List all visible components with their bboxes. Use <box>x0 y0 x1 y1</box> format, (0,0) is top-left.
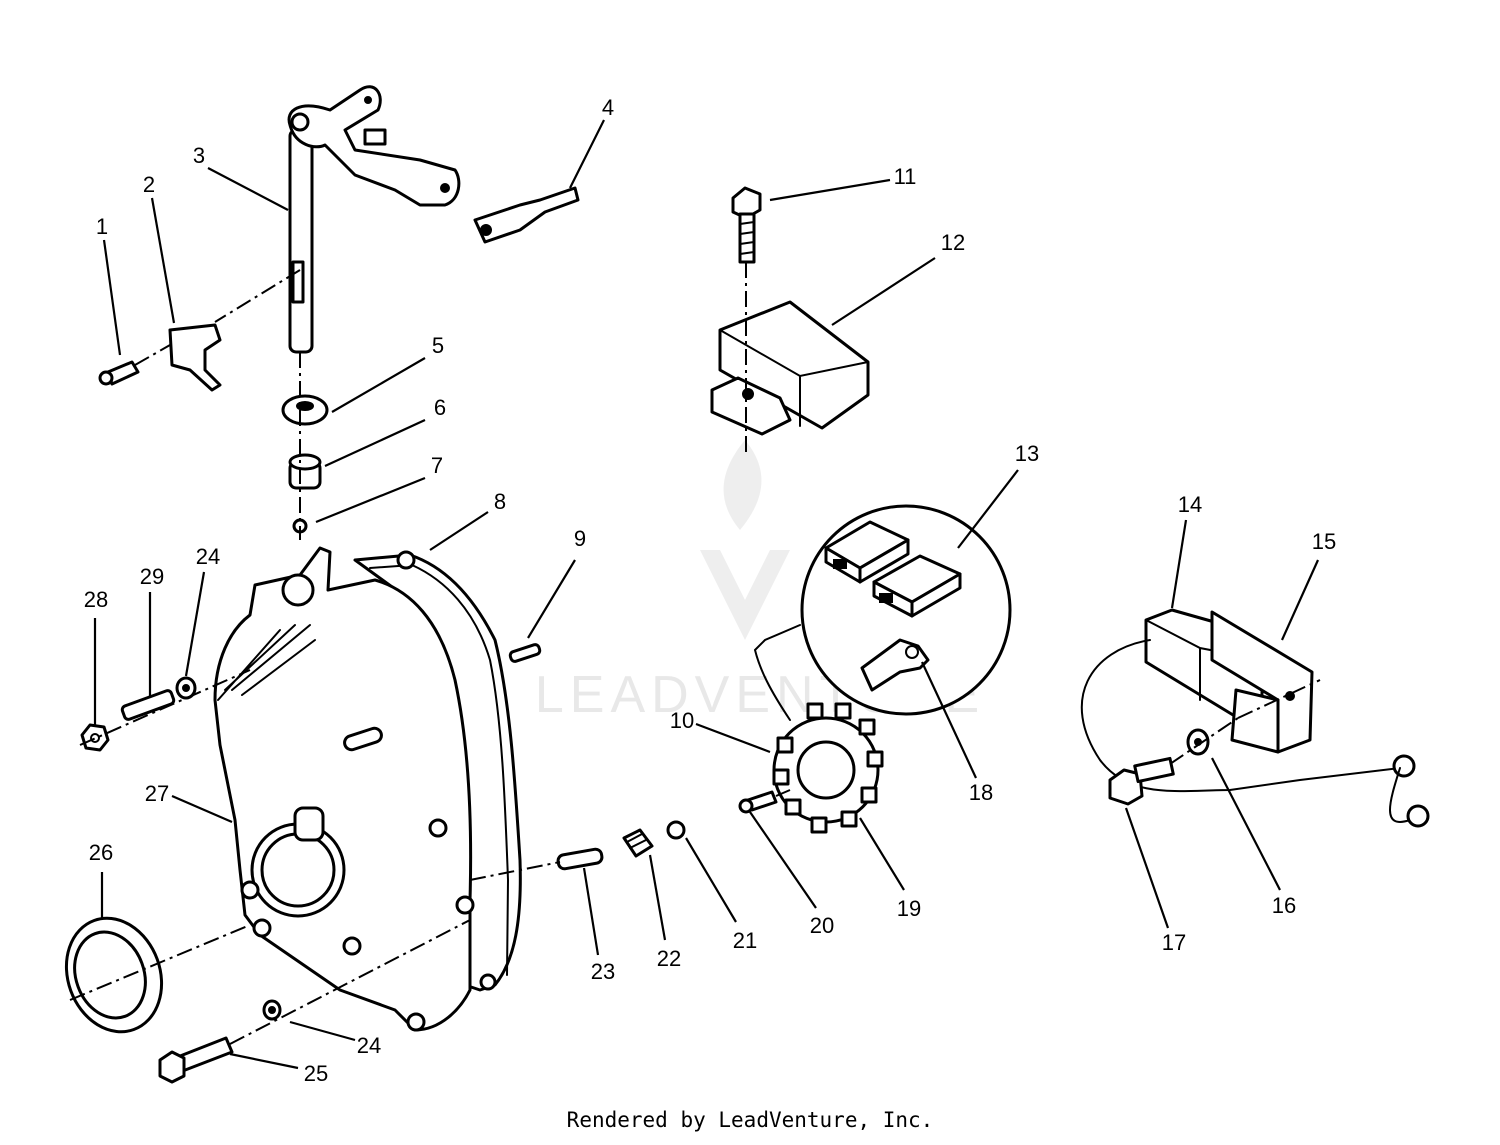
assembly-lines <box>69 262 1321 1045</box>
connector-part-13-right <box>872 554 962 618</box>
leader-lines <box>93 119 1320 1070</box>
callout-10: 10 <box>670 708 694 733</box>
stud-part-29 <box>120 689 176 721</box>
bushing-part-6 <box>288 453 322 490</box>
crankcase-cover-part <box>213 546 522 1032</box>
callout-4: 4 <box>602 95 614 120</box>
callout-2: 2 <box>143 172 155 197</box>
callout-25: 25 <box>304 1061 328 1086</box>
screw-part-1 <box>98 360 140 386</box>
callout-26: 26 <box>89 840 113 865</box>
callout-19: 19 <box>897 896 921 921</box>
callout-5: 5 <box>432 333 444 358</box>
lockwasher-part-24-upper <box>175 676 197 700</box>
stator-part-19 <box>754 624 884 834</box>
callout-labels: 1 2 3 4 5 6 7 8 9 10 11 12 13 14 15 16 1… <box>84 95 1336 1086</box>
callout-27: 27 <box>145 781 169 806</box>
callout-11: 11 <box>894 164 917 189</box>
lockwasher-part-24-lower <box>262 999 282 1021</box>
regulator-part-12 <box>710 300 870 436</box>
governor-link-part <box>473 186 580 244</box>
bracket-part <box>168 323 222 392</box>
screw-part-20 <box>738 790 778 814</box>
callout-24-lower: 24 <box>357 1033 381 1058</box>
callout-14: 14 <box>1178 492 1202 517</box>
bracket-plate <box>1230 688 1280 754</box>
connector-part-13-left <box>824 520 910 584</box>
callout-28: 28 <box>84 587 108 612</box>
callout-20: 20 <box>810 913 834 938</box>
plug-part-22 <box>622 828 654 858</box>
callout-29: 29 <box>140 564 164 589</box>
callout-6: 6 <box>434 395 446 420</box>
callout-9: 9 <box>574 526 586 551</box>
callout-21: 21 <box>733 928 757 953</box>
watermark-logo <box>700 440 790 640</box>
oil-seal-part-26 <box>64 916 164 1034</box>
terminal-detail-circle <box>800 504 1012 716</box>
callout-13: 13 <box>1015 441 1039 466</box>
governor-shaft-part <box>287 85 461 354</box>
pin-part-23 <box>556 847 604 871</box>
lockwasher-part-16 <box>1186 728 1210 756</box>
bolt-part-17 <box>1108 756 1175 806</box>
ring-part-21 <box>666 820 686 840</box>
washer-part-5 <box>281 394 329 426</box>
callout-22: 22 <box>657 946 681 971</box>
callout-23: 23 <box>591 959 615 984</box>
callout-1: 1 <box>96 214 108 239</box>
callout-12: 12 <box>941 230 965 255</box>
callout-18: 18 <box>969 780 993 805</box>
callout-3: 3 <box>193 143 205 168</box>
footer-credit: Rendered by LeadVenture, Inc. <box>566 1108 934 1132</box>
callout-7: 7 <box>431 453 443 478</box>
callout-24-upper: 24 <box>196 544 220 569</box>
callout-17: 17 <box>1162 930 1186 955</box>
callout-16: 16 <box>1272 893 1296 918</box>
nut-part-28 <box>80 723 110 752</box>
callout-15: 15 <box>1312 529 1336 554</box>
callout-8: 8 <box>494 489 506 514</box>
bolt-part-11 <box>731 186 762 264</box>
dowel-pin-part-9 <box>508 643 542 663</box>
bolt-part-25 <box>158 1036 234 1084</box>
